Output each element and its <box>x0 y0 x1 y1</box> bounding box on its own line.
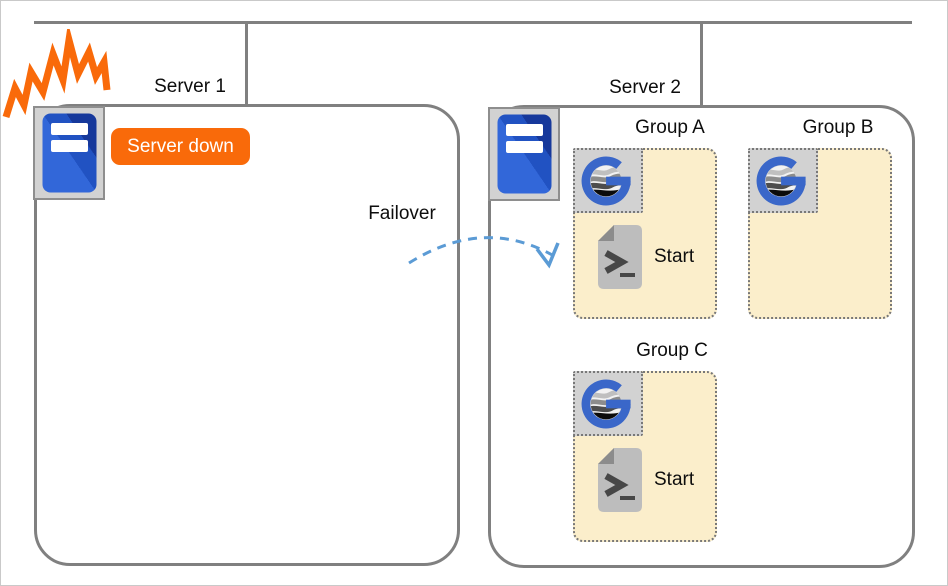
server2-network-drop-line <box>700 21 703 108</box>
group-a-start-label: Start <box>654 246 695 267</box>
shell-script-icon <box>598 225 642 289</box>
failover-label: Failover <box>368 203 436 224</box>
g-globe-app-icon <box>581 378 631 428</box>
group-b-app-chip <box>748 148 818 213</box>
server1-network-drop-line <box>245 21 248 107</box>
shell-script-shapes <box>598 225 642 289</box>
server-tower-shapes <box>42 113 96 193</box>
g-globe-shapes <box>581 378 631 428</box>
g-globe-app-icon <box>581 155 631 205</box>
g-globe-app-icon <box>756 155 806 205</box>
group-a-box: Start <box>573 148 717 319</box>
server-down-badge: Server down <box>111 128 250 165</box>
server1-icon-chip <box>33 106 105 200</box>
network-line <box>34 21 912 24</box>
server2-icon-chip <box>488 107 560 201</box>
group-c-app-chip <box>573 371 643 436</box>
server-tower-icon <box>497 114 551 194</box>
server-tower-icon <box>42 113 96 193</box>
group-c-start: Start <box>597 447 694 513</box>
group-a-app-chip <box>573 148 643 213</box>
group-b-label: Group B <box>802 117 874 138</box>
shell-script-icon <box>598 448 642 512</box>
g-globe-shapes <box>756 155 806 205</box>
server1-label: Server 1 <box>154 76 226 97</box>
group-c-label: Group C <box>636 340 708 361</box>
group-a-label: Group A <box>635 117 705 138</box>
server-tower-shapes <box>497 114 551 194</box>
g-globe-shapes <box>581 155 631 205</box>
group-c-start-label: Start <box>654 469 695 490</box>
group-a-start: Start <box>597 224 694 290</box>
server2-label: Server 2 <box>609 77 681 98</box>
shell-script-shapes <box>598 448 642 512</box>
group-b-box <box>748 148 892 319</box>
group-c-box: Start <box>573 371 717 542</box>
server1-box <box>34 104 460 566</box>
